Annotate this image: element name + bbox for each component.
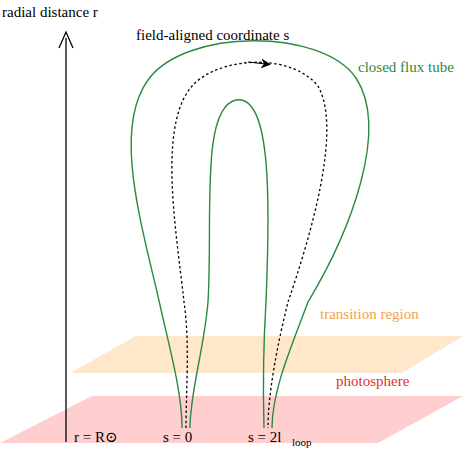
subscript-label: loop — [292, 437, 312, 448]
photosphere-label: photosphere — [336, 374, 409, 389]
flux-tube-inner — [190, 100, 268, 428]
direction-arrow — [248, 62, 266, 64]
axis-label: radial distance r — [2, 5, 98, 20]
radius-label: r = R⊙ — [74, 430, 118, 445]
transition-region-plane — [70, 336, 463, 373]
radial-axis — [65, 38, 66, 442]
coordinate-label: field-aligned coordinate s — [136, 28, 289, 43]
photosphere-plane — [0, 396, 463, 443]
axis-arrowhead — [59, 32, 73, 48]
flux-tube-outer — [131, 41, 369, 428]
field-line — [172, 62, 327, 428]
footpoint-label: s = 0 — [163, 430, 192, 445]
footpoint-label: s = 2l — [248, 430, 281, 445]
region-label: transition region — [320, 307, 419, 322]
tube-label: closed flux tube — [358, 60, 454, 75]
